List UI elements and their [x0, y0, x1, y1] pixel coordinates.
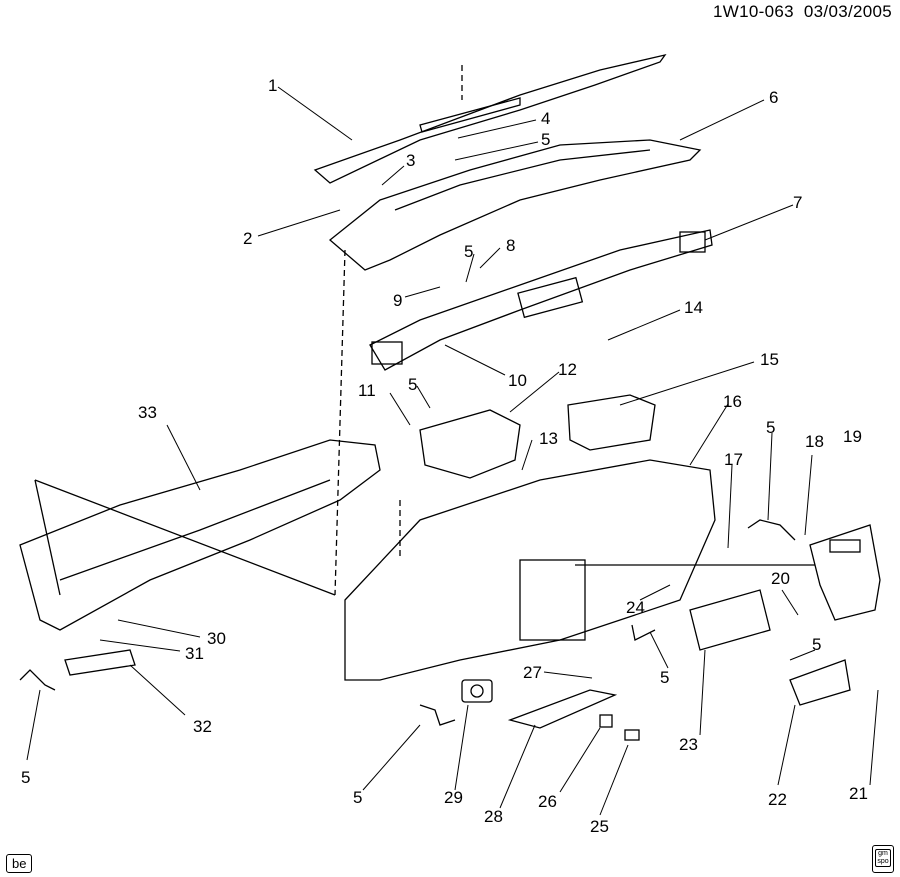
footer-code-box: be [6, 854, 33, 873]
callout-3: 3 [406, 151, 416, 170]
callout-5a: 5 [541, 130, 551, 149]
callout-9: 9 [393, 291, 403, 310]
callout-25: 25 [590, 817, 609, 836]
diagram-id-header: 1W10-063 03/03/2005 [713, 2, 892, 22]
callout-1: 1 [268, 76, 278, 95]
callout-26: 26 [538, 792, 557, 811]
callout-17: 17 [724, 450, 743, 469]
gm-spo-logo-mark: gm spo [875, 849, 891, 867]
callout-5c: 5 [408, 375, 418, 394]
callout-5e: 5 [812, 635, 822, 654]
part-upper-panel [328, 139, 702, 271]
callout-16: 16 [723, 392, 742, 411]
part-socket [599, 714, 640, 741]
callout-13: 13 [539, 429, 558, 448]
callout-19: 19 [843, 427, 862, 446]
callout-5f: 5 [660, 668, 670, 687]
callout-8: 8 [506, 236, 516, 255]
callout-5b: 5 [464, 242, 474, 261]
part-airbag [567, 394, 656, 451]
callout-12: 12 [558, 360, 577, 379]
leader-lines [26, 86, 879, 816]
callout-11: 11 [358, 381, 376, 400]
callout-7: 7 [793, 193, 803, 212]
callout-27: 27 [523, 663, 542, 682]
callout-29: 29 [444, 788, 463, 807]
part-cross-beam [19, 249, 381, 631]
callout-5h: 5 [353, 788, 363, 807]
callout-5g: 5 [21, 768, 31, 787]
callout-30: 30 [207, 629, 226, 648]
part-instrument-panel [344, 459, 820, 681]
part-top-trim [313, 53, 667, 184]
callout-14: 14 [684, 298, 703, 317]
callout-4: 4 [541, 109, 551, 128]
callout-18: 18 [805, 432, 824, 451]
callout-31: 31 [185, 644, 204, 663]
callout-15: 15 [760, 350, 779, 369]
doc-id: 1W10-063 [713, 2, 794, 21]
callout-21: 21 [849, 784, 868, 803]
part-vent-panel [369, 229, 713, 371]
callout-20: 20 [771, 569, 790, 588]
part-knee-bolster [19, 649, 136, 691]
doc-date: 03/03/2005 [803, 2, 892, 21]
part-lower-trim [507, 689, 618, 729]
callout-6: 6 [769, 88, 779, 107]
callout-10: 10 [508, 371, 527, 390]
callout-23: 23 [679, 735, 698, 754]
part-hvac-control [789, 659, 851, 706]
callout-33: 33 [138, 403, 157, 422]
part-headlamp-switch [461, 679, 493, 703]
part-cluster [419, 409, 521, 479]
callout-2: 2 [243, 229, 253, 248]
callout-24: 24 [626, 598, 645, 617]
gm-spo-logo: gm spo [872, 845, 894, 873]
callout-22: 22 [768, 790, 787, 809]
callout-32: 32 [193, 717, 212, 736]
part-radio [689, 589, 771, 651]
part-bezel [809, 524, 881, 621]
callout-28: 28 [484, 807, 503, 826]
part-wires [419, 519, 796, 726]
callout-5d: 5 [766, 418, 776, 437]
